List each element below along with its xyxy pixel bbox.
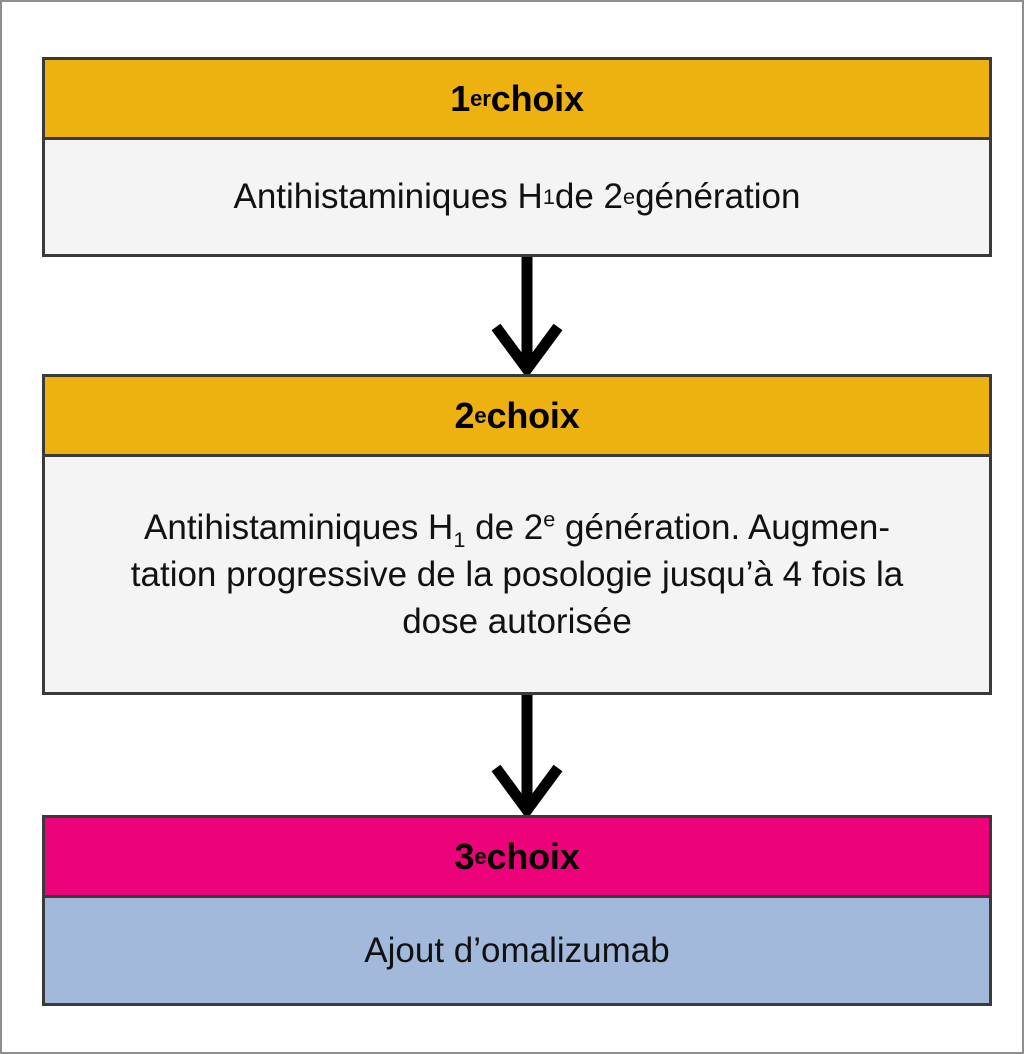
header-rank-number: 3 <box>454 835 475 877</box>
body-superscript-e: e <box>543 505 556 531</box>
header-label-text: choix <box>486 835 580 877</box>
body-paragraph: Antihistaminiques H1 de 2e génération. A… <box>131 504 903 646</box>
header-label-text: choix <box>486 394 580 436</box>
body-text-part-3: génération <box>635 177 801 217</box>
body-text-part-2: de 2 <box>554 177 623 217</box>
header-rank-number: 1 <box>450 77 471 119</box>
flow-node-body-choix-3: Ajout d’omalizumab <box>45 898 989 1003</box>
body-line-1: Antihistaminiques H1 de 2e génération. A… <box>131 504 903 551</box>
body-text-part-3: génération. Augmen- <box>555 507 890 547</box>
connector-arrow-1-to-2 <box>42 257 992 374</box>
header-rank-number: 2 <box>454 394 475 436</box>
body-text-part-1: Antihistaminiques H <box>144 507 454 547</box>
connector-arrow-2-to-3 <box>42 695 992 815</box>
body-line-2: tation progressive de la posologie jusqu… <box>130 554 904 594</box>
down-arrow-icon <box>491 695 563 815</box>
body-line-3: dose autorisée <box>402 602 632 642</box>
flow-node-body-choix-2: Antihistaminiques H1 de 2e génération. A… <box>45 457 989 692</box>
header-label-text: choix <box>490 77 584 119</box>
down-arrow-icon <box>491 257 563 374</box>
body-text: Ajout d’omalizumab <box>364 930 670 970</box>
body-subscript-1: 1 <box>453 526 466 552</box>
body-text-part-2: de 2 <box>465 507 544 547</box>
body-text-part-1: Antihistaminiques H <box>233 177 543 217</box>
